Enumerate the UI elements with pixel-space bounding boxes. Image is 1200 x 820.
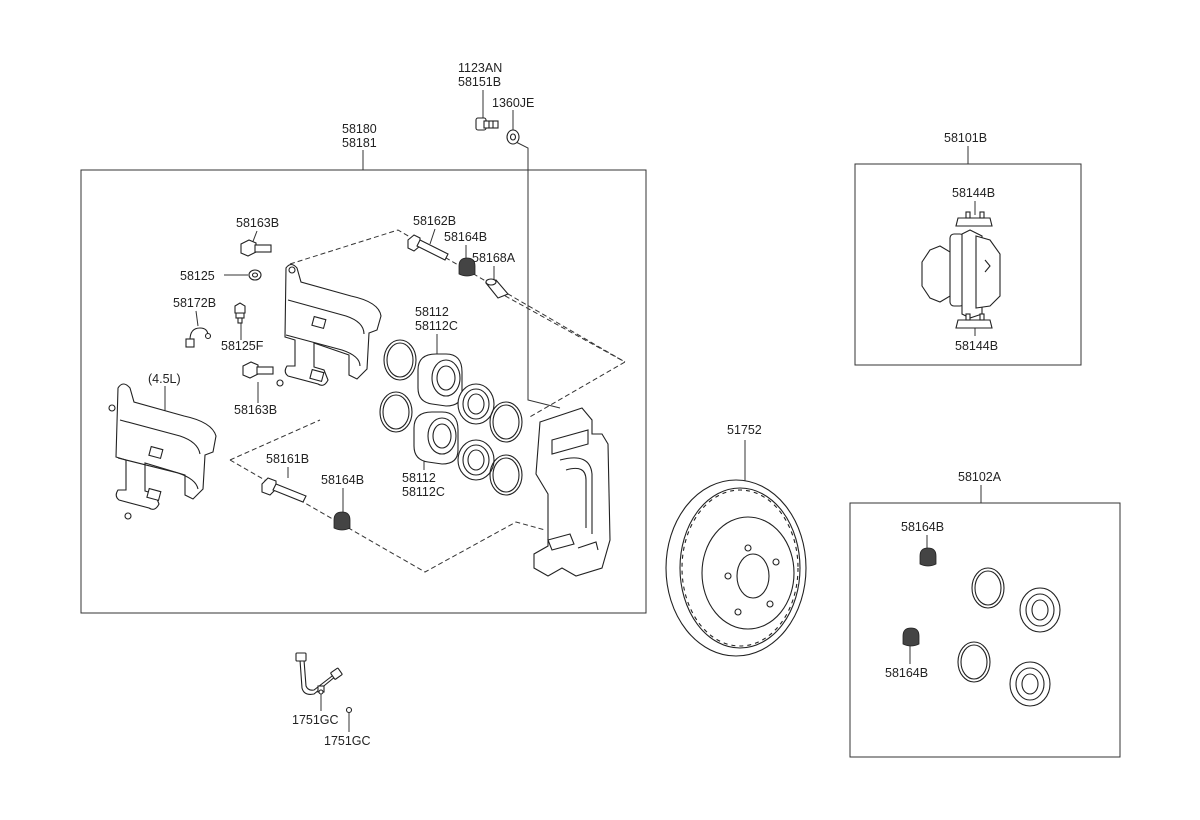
label-1751GC-a: 1751GC (292, 713, 339, 727)
label-58162B: 58162B (413, 214, 456, 228)
kit-seal-ring-1-icon (971, 567, 1005, 609)
caliper-housing-icon (533, 407, 611, 577)
label-1360JE: 1360JE (492, 96, 534, 110)
label-58180: 58180 (342, 122, 377, 136)
seal-kit-box (849, 502, 1121, 758)
washer-58125-icon (248, 269, 262, 281)
brake-hose-icon (295, 652, 353, 714)
dust-boot-upper-icon (457, 383, 495, 425)
dust-boot-lower-icon (457, 439, 495, 481)
label-58164B-top: 58164B (444, 230, 487, 244)
guide-bolt-top-icon (240, 239, 272, 257)
caliper-bracket-upper-icon (276, 263, 382, 387)
piston-seal-ring-4-icon (489, 454, 523, 496)
label-58125: 58125 (180, 269, 215, 283)
label-58102A: 58102A (958, 470, 1002, 484)
piston-upper-icon (417, 353, 463, 407)
pin-boot-top-icon (458, 257, 476, 277)
label-4-5L: (4.5L) (148, 372, 181, 386)
pad-clip-top-icon (955, 211, 993, 227)
label-58112-top: 58112 (415, 305, 449, 319)
label-58168A: 58168A (472, 251, 516, 265)
piston-lower-icon (413, 411, 459, 465)
kit-seal-ring-2-icon (957, 641, 991, 683)
washer-icon (506, 129, 520, 145)
label-58181: 58181 (342, 136, 377, 150)
kit-dust-boot-2-icon (1009, 661, 1051, 707)
label-51752: 51752 (727, 423, 762, 437)
label-58164B-mid: 58164B (321, 473, 364, 487)
label-1751GC-b: 1751GC (324, 734, 371, 748)
label-58164B-kit-bot: 58164B (885, 666, 928, 680)
label-58144B-top: 58144B (952, 186, 995, 200)
label-58151B: 58151B (458, 75, 501, 89)
brake-pad-set-icon (921, 229, 1001, 319)
label-58163B-mid: 58163B (234, 403, 277, 417)
label-58112C-bot: 58112C (402, 485, 445, 499)
label-58163B-top: 58163B (236, 216, 279, 230)
label-58125F: 58125F (221, 339, 264, 353)
label-58112C-top: 58112C (415, 319, 458, 333)
label-1123AN: 1123AN (458, 61, 502, 75)
pin-boot-mid-icon (333, 511, 351, 531)
piston-seal-ring-1-icon (383, 339, 417, 381)
label-58161B: 58161B (266, 452, 309, 466)
label-58172B: 58172B (173, 296, 216, 310)
kit-dust-boot-1-icon (1019, 587, 1061, 633)
guide-pin-top-icon (407, 234, 449, 261)
brake-disc-icon (665, 479, 807, 657)
label-58164B-kit-top: 58164B (901, 520, 944, 534)
caliper-bracket-4-5l-icon (108, 383, 217, 520)
guide-pin-mid-icon (261, 477, 307, 503)
piston-seal-ring-2-icon (379, 391, 413, 433)
kit-pin-boot-top-icon (919, 547, 937, 567)
label-58101B: 58101B (944, 131, 987, 145)
assembly-guide-lines (229, 229, 626, 573)
label-58112-bot: 58112 (402, 471, 436, 485)
banjo-bolt-icon (475, 117, 499, 131)
label-58144B-bot: 58144B (955, 339, 998, 353)
guide-bolt-mid-icon (242, 361, 274, 379)
kit-pin-boot-bottom-icon (902, 627, 920, 647)
wear-sensor-icon (185, 327, 212, 348)
piston-seal-ring-3-icon (489, 401, 523, 443)
bleeder-screw-icon (234, 302, 246, 324)
pad-clip-bottom-icon (955, 313, 993, 329)
sleeve-icon (485, 278, 509, 299)
